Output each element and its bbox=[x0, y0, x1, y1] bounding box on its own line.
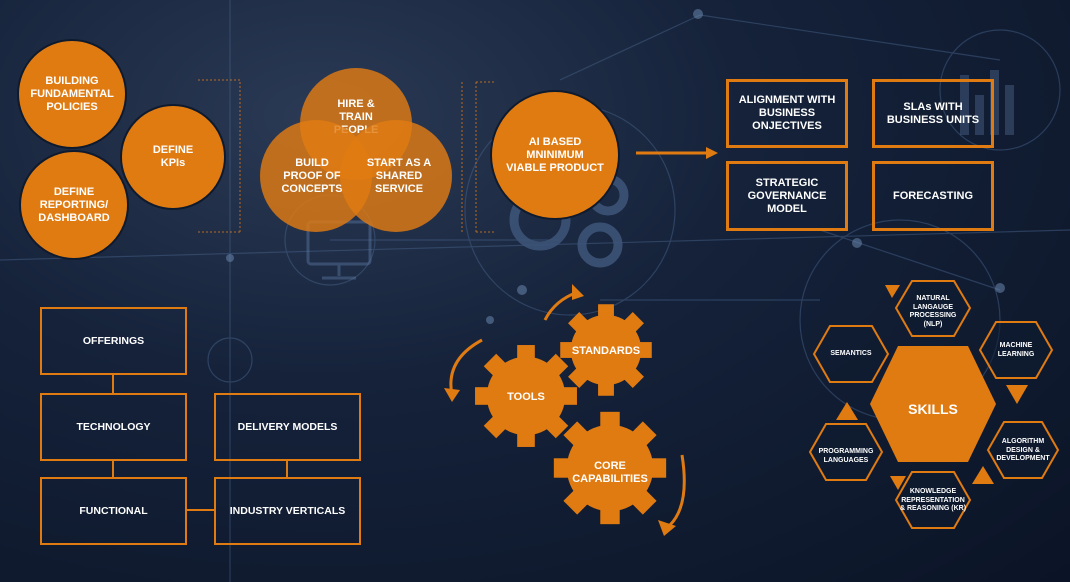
skills-center-label: SKILLS bbox=[908, 401, 958, 417]
semantics-label: SEMANTICS bbox=[830, 350, 872, 357]
functional-label: FUNCTIONAL bbox=[79, 504, 148, 517]
functional-box: FUNCTIONAL bbox=[40, 477, 187, 545]
technology-label: TECHNOLOGY bbox=[76, 420, 151, 433]
kr-label: KNOWLEDGE REPRESENTATION & REASONING (KR… bbox=[899, 488, 967, 512]
alignment-box: ALIGNMENT WITH BUSINESS ONJECTIVES bbox=[726, 79, 848, 148]
offerings-label: OFFERINGS bbox=[82, 334, 145, 347]
forecasting-box: FORECASTING bbox=[872, 161, 994, 231]
nlp-label: NATURAL LANGAUGE PROCESSING (NLP) bbox=[909, 295, 957, 328]
delivery-models-box: DELIVERY MODELS bbox=[214, 393, 361, 461]
forecasting-label: FORECASTING bbox=[892, 189, 974, 202]
venn-build-label: BUILD PROOF OF CONCEPTS bbox=[281, 156, 343, 195]
industry-verticals-label: INDUSTRY VERTICALS bbox=[229, 504, 346, 517]
governance-label: STRATEGIC GOVERNANCE MODEL bbox=[747, 176, 827, 215]
standards-label: STANDARDS bbox=[571, 345, 641, 357]
technology-box: TECHNOLOGY bbox=[40, 393, 187, 461]
core-capabilities-label: CORE CAPABILITIES bbox=[572, 460, 648, 485]
offerings-box: OFFERINGS bbox=[40, 307, 187, 375]
policies-label: BUILDING FUNDAMENTAL POLICIES bbox=[30, 74, 114, 113]
programming-label: PROGRAMMING LANGUAGES bbox=[818, 448, 874, 464]
alignment-label: ALIGNMENT WITH BUSINESS ONJECTIVES bbox=[738, 94, 836, 132]
mvp-arrow-icon bbox=[636, 147, 718, 159]
reporting-label: DEFINE REPORTING/ DASHBOARD bbox=[38, 185, 110, 224]
algorithm-label: ALGORITHM DESIGN & DEVELOPMENT bbox=[996, 438, 1050, 462]
venn-shared-circle: START AS A SHARED SERVICE bbox=[340, 120, 452, 232]
ml-label: MACHINE LEARNING bbox=[997, 342, 1035, 358]
policies-circle: BUILDING FUNDAMENTAL POLICIES bbox=[17, 39, 127, 149]
mvp-circle: AI BASED MNINIMUM VIABLE PRODUCT bbox=[490, 90, 620, 220]
governance-box: STRATEGIC GOVERNANCE MODEL bbox=[726, 161, 848, 231]
delivery-models-label: DELIVERY MODELS bbox=[237, 420, 338, 433]
mvp-label: AI BASED MNINIMUM VIABLE PRODUCT bbox=[506, 135, 604, 174]
tools-label: TOOLS bbox=[507, 391, 545, 403]
slas-label: SLAs WITH BUSINESS UNITS bbox=[886, 100, 980, 126]
kpis-label: DEFINE KPIs bbox=[152, 144, 194, 169]
reporting-circle: DEFINE REPORTING/ DASHBOARD bbox=[19, 150, 129, 260]
kpis-circle: DEFINE KPIs bbox=[120, 104, 226, 210]
industry-verticals-box: INDUSTRY VERTICALS bbox=[214, 477, 361, 545]
slas-box: SLAs WITH BUSINESS UNITS bbox=[872, 79, 994, 148]
venn-shared-label: START AS A SHARED SERVICE bbox=[366, 156, 432, 195]
